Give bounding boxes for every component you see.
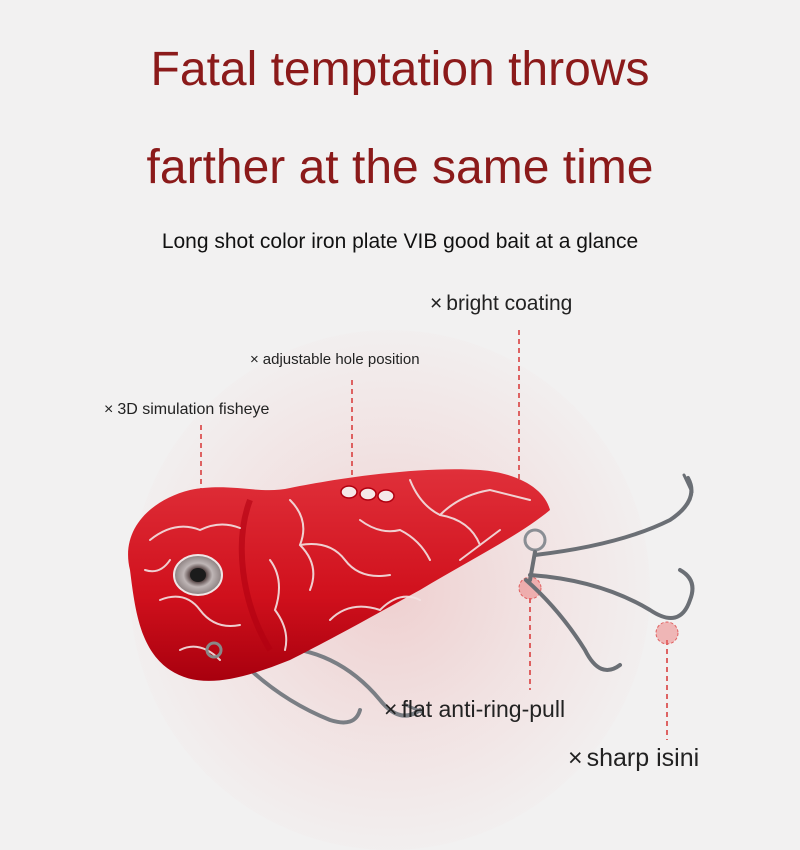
tuning-holes [340, 485, 395, 503]
subtitle: Long shot color iron plate VIB good bait… [161, 230, 639, 253]
callout-bright-coating: ×bright coating [430, 292, 572, 316]
callout-fisheye: ×3D simulation fisheye [104, 401, 269, 419]
gill-ridge [238, 498, 273, 652]
lure-body [128, 469, 550, 681]
callout-marker: × [430, 292, 443, 315]
callout-marker: × [568, 744, 583, 772]
headline-line-1: Fatal temptation throws [150, 43, 650, 96]
callout-text: sharp isini [586, 744, 700, 772]
callout-dot-sharp [655, 621, 679, 645]
callout-sharp-isini: ×sharp isini [568, 744, 699, 773]
tail-treble-hook [523, 473, 695, 672]
front-eyelet [205, 641, 223, 659]
fisheye-icon [173, 554, 223, 596]
callout-text: 3D simulation fisheye [117, 401, 270, 418]
callout-adjustable-hole: ×adjustable hole position [250, 351, 420, 368]
callout-text: flat anti-ring-pull [401, 696, 566, 722]
callout-anti-ring-pull: ×flat anti-ring-pull [384, 696, 565, 723]
callout-marker: × [384, 696, 398, 722]
crackle-pattern [144, 479, 531, 661]
headline-line-2: farther at the same time [146, 141, 654, 194]
lure-illustration [128, 330, 695, 740]
callout-marker: × [104, 401, 114, 418]
callout-marker: × [250, 351, 259, 368]
callout-text: adjustable hole position [262, 351, 420, 368]
callout-text: bright coating [446, 292, 573, 315]
